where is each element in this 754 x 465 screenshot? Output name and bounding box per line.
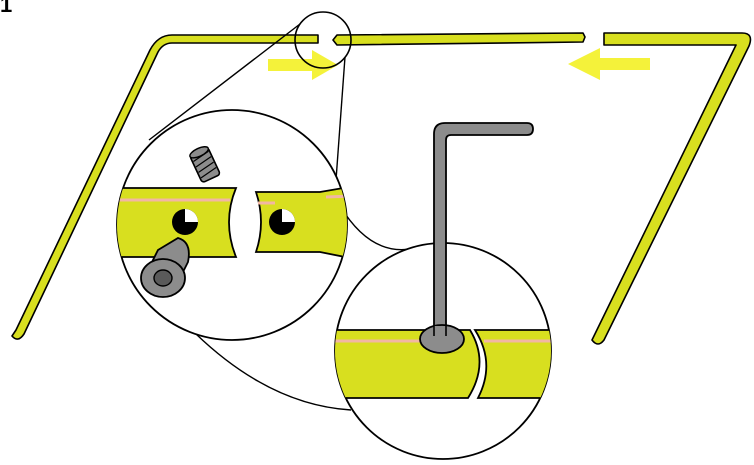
arrow-left-icon (568, 48, 650, 80)
callout-line-b2 (196, 334, 351, 410)
frame-right-section (592, 33, 750, 344)
arrow-right-icon (268, 50, 338, 80)
frame-top-middle-section (333, 33, 585, 45)
callout-line-b1 (340, 206, 410, 250)
detail-circle-a (110, 110, 355, 340)
hole-right-icon (269, 209, 295, 235)
callout-line-a2 (336, 57, 345, 180)
hole-left-icon (172, 209, 198, 235)
